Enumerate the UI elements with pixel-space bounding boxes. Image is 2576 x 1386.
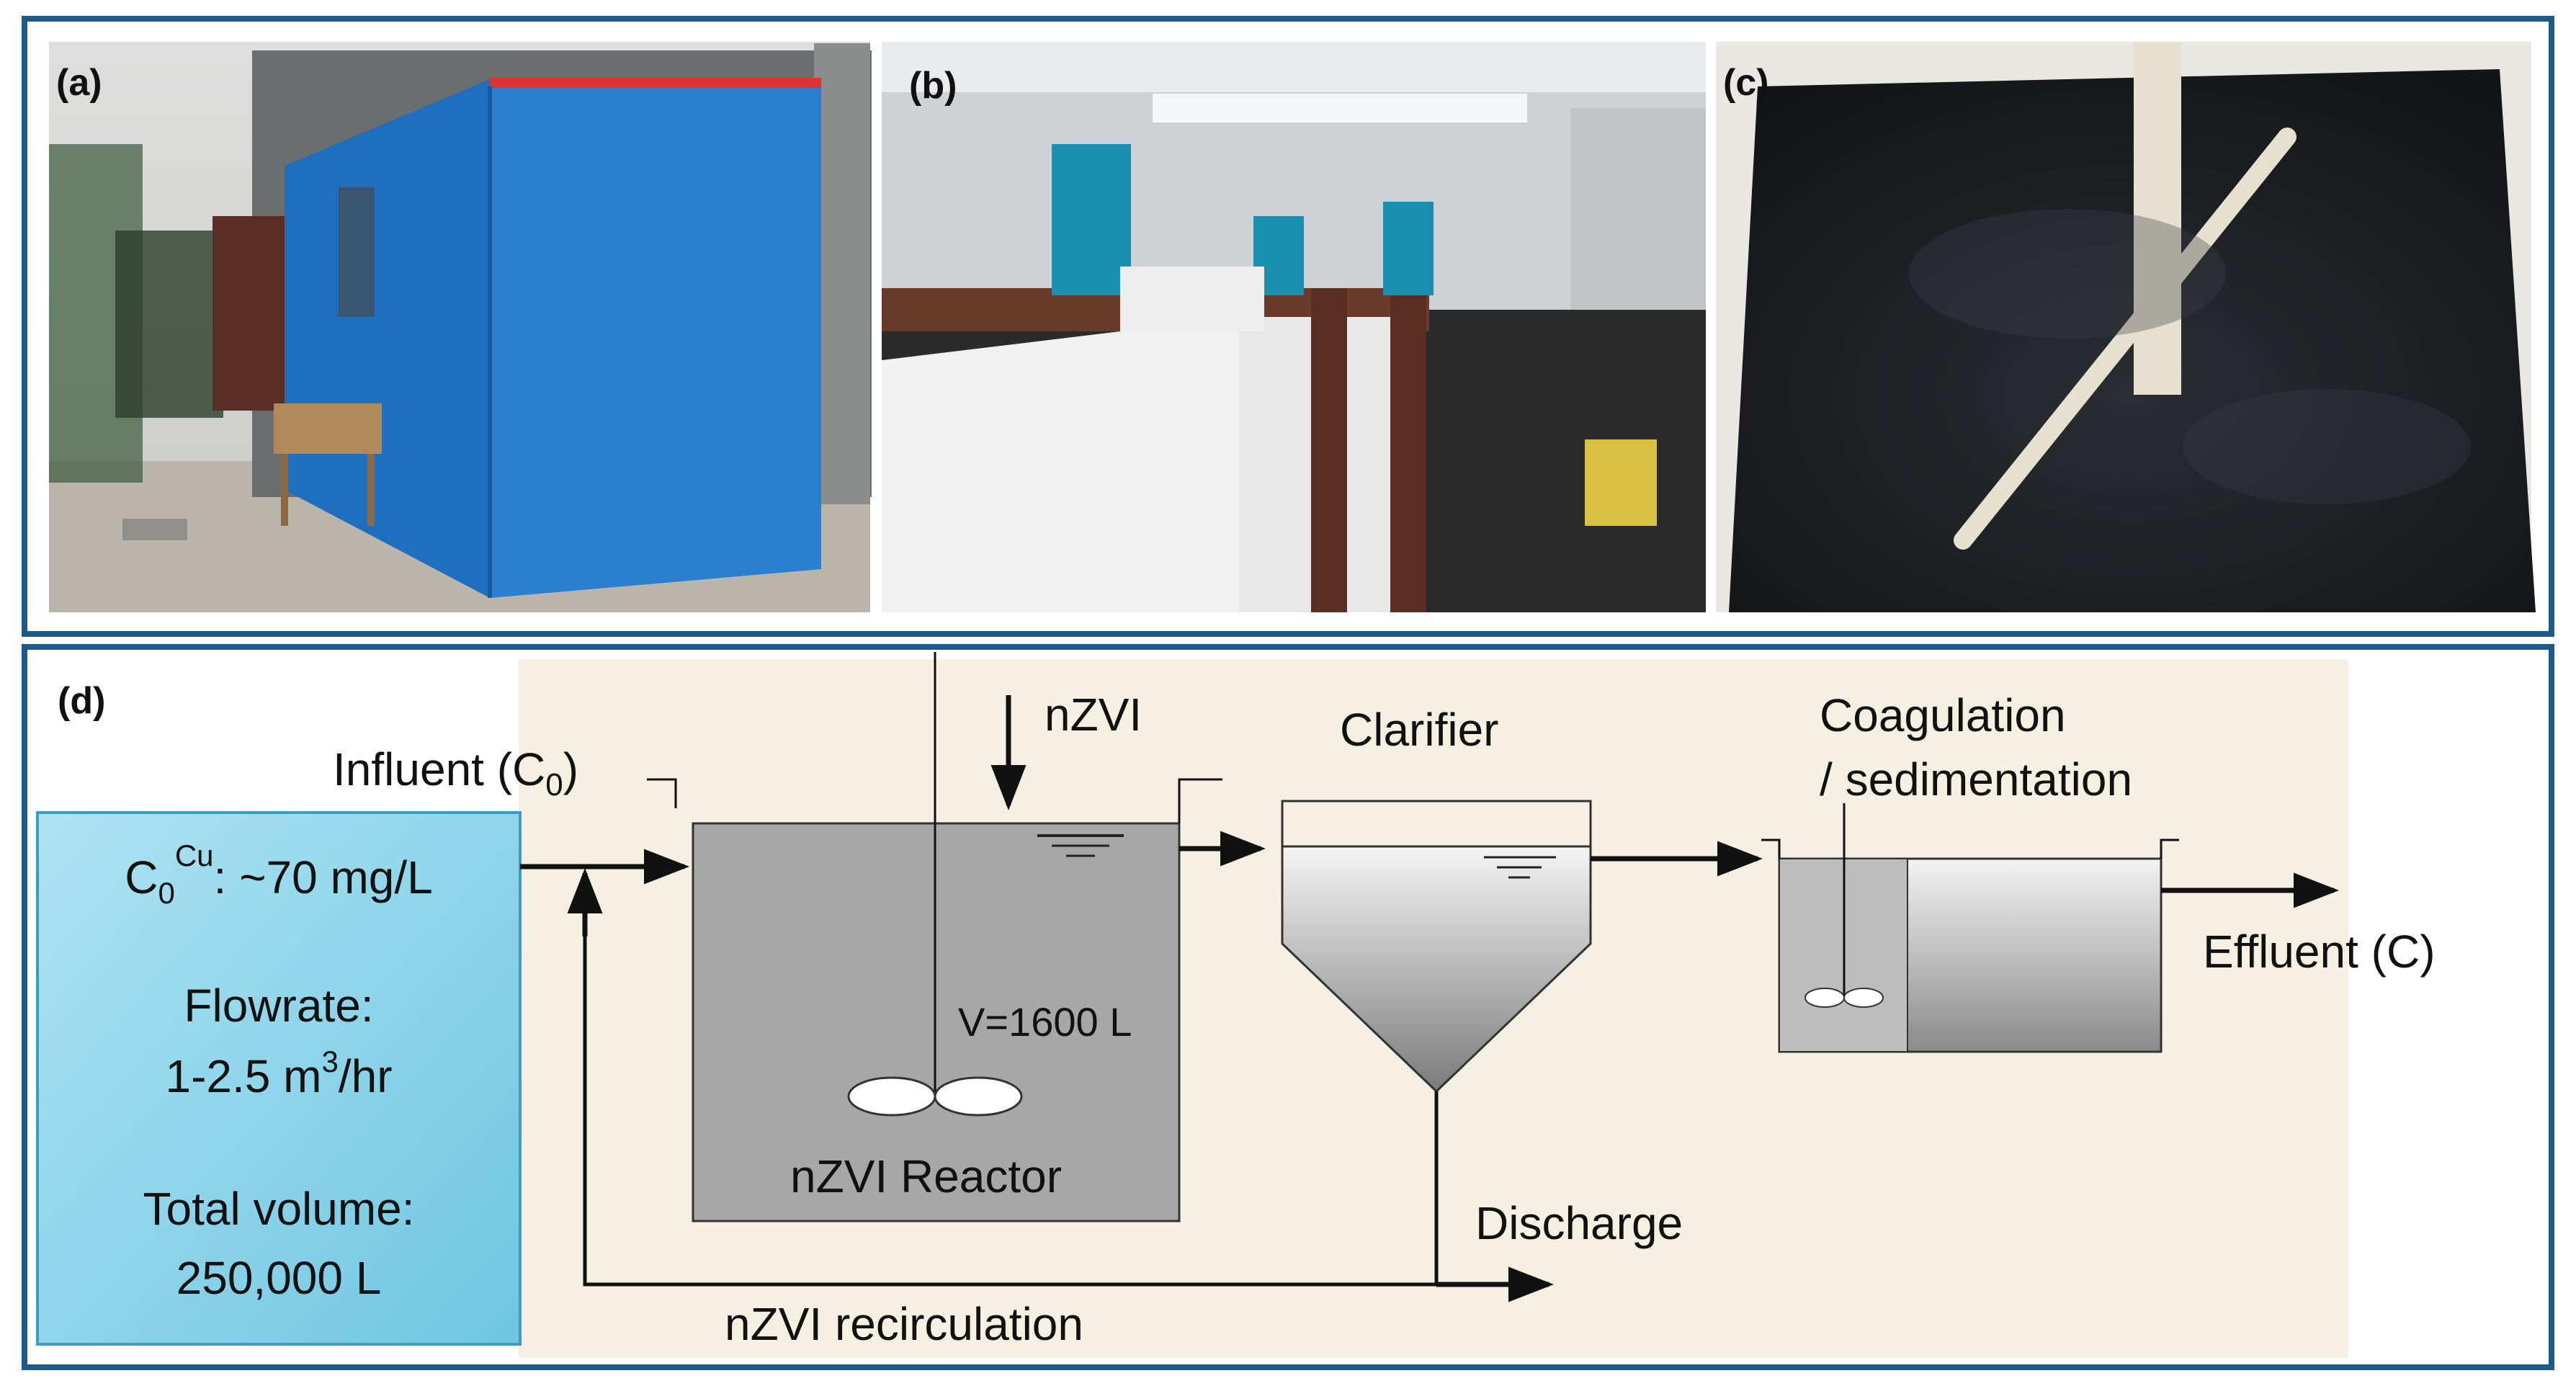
total-volume-label: Total volume: (143, 1183, 414, 1235)
coagulation-impeller-right (1843, 988, 1884, 1008)
flowrate-label: Flowrate: (184, 980, 373, 1032)
panel-label-a: (a) (56, 62, 102, 104)
total-volume-value: 250,000 L (176, 1252, 382, 1304)
influent-label: Influent (C0) (333, 743, 578, 802)
panel-label-c: (c) (1723, 62, 1769, 104)
reactor-name: nZVI Reactor (790, 1150, 1062, 1202)
coagulation-rim-left (1761, 839, 1781, 859)
discharge-label: Discharge (1475, 1197, 1683, 1249)
coagulation-rim-right (2160, 839, 2179, 859)
coagulation-impeller-left (1804, 988, 1845, 1008)
reactor-volume: V=1600 L (958, 999, 1132, 1045)
photo-c (1716, 42, 2536, 612)
effluent-label: Effluent (C) (2203, 926, 2436, 978)
reactor-impeller-right (934, 1076, 1023, 1117)
reactor-rim-right (1178, 778, 1222, 823)
reactor-impeller-left (847, 1076, 936, 1117)
clarifier-rim (1281, 800, 1592, 848)
photo-a (49, 42, 872, 612)
clarifier-label: Clarifier (1340, 704, 1498, 756)
coagulation-label-line2: / sedimentation (1820, 754, 2132, 805)
recirculation-line (583, 886, 1436, 1287)
nzvi-feed-label: nZVI (1045, 689, 1142, 741)
recirculation-label: nZVI recirculation (725, 1298, 1083, 1350)
influent-concentration: C0Cu: ~70 mg/L (125, 839, 432, 910)
influent-info-box (36, 811, 522, 1346)
panel-label-d: (d) (58, 680, 105, 722)
panel-label-b: (b) (909, 65, 957, 107)
photo-b (882, 42, 1706, 612)
flowrate-value: 1-2.5 m3/hr (165, 1045, 392, 1102)
influent-bracket (647, 778, 677, 808)
coagulation-label-line1: Coagulation (1820, 689, 2066, 741)
